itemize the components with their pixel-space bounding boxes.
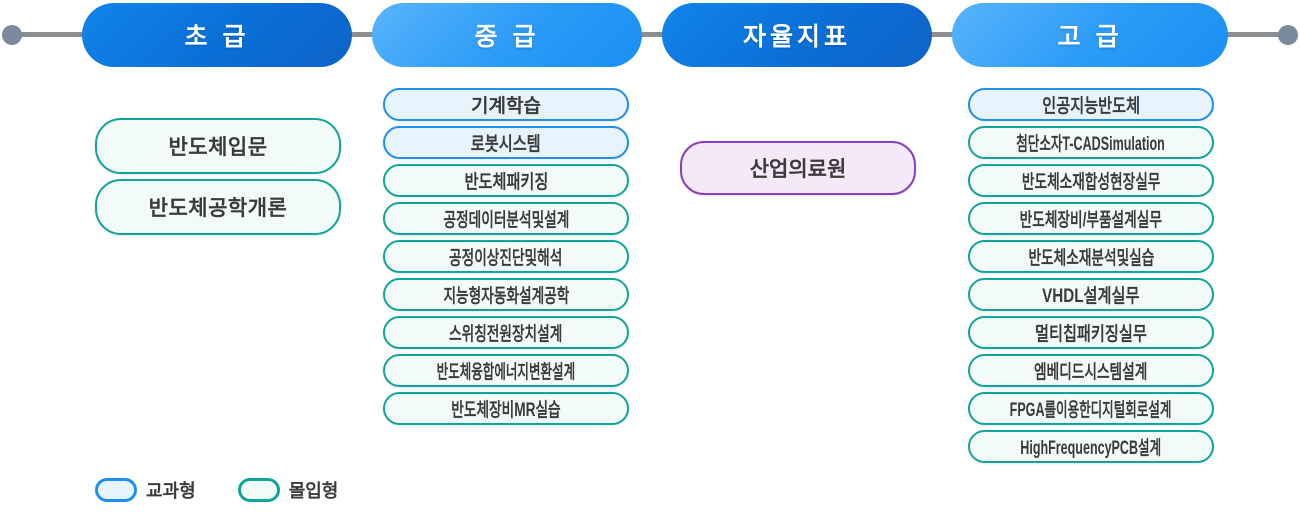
course-card-label: HighFrequencyPCB설계 (1020, 438, 1162, 459)
course-card-label: FPGA를이용한디지털회로설계 (1010, 400, 1172, 421)
course-card[interactable]: 반도체입문 (95, 118, 341, 174)
legend-swatch-teal-icon (237, 478, 280, 502)
legend: 교과형 몰입형 (95, 477, 338, 503)
legend-swatch-blue-icon (95, 478, 137, 502)
course-card[interactable]: 공정이상진단및해석 (383, 240, 629, 273)
course-card[interactable]: VHDL설계실무 (968, 278, 1214, 311)
course-card[interactable]: HighFrequencyPCB설계 (968, 430, 1214, 463)
timeline-end-dot (1278, 25, 1298, 45)
course-card-label: 인공지능반도체 (1042, 96, 1140, 117)
course-card-label: 로봇시스템 (471, 134, 541, 155)
course-card-label: 반도체소재합성현장실무 (1021, 172, 1161, 193)
course-card-label: 공정데이터분석및설계 (443, 210, 569, 231)
course-card[interactable]: 반도체장비MR실습 (383, 392, 629, 425)
course-card[interactable]: 로봇시스템 (383, 126, 629, 159)
course-card[interactable]: 스위칭전원장치설계 (383, 316, 629, 349)
course-column-autonomous-index: 산업의료원 (680, 72, 916, 195)
stage-pill-label: 초 급 (184, 23, 250, 51)
timeline-start-dot (2, 25, 22, 45)
stage-pill-label: 고 급 (1057, 23, 1123, 51)
stage-pill-label: 자율지표 (742, 23, 851, 51)
course-card[interactable]: 반도체장비/부품설계실무 (968, 202, 1214, 235)
course-card[interactable]: 지능형자동화설계공학 (383, 278, 629, 311)
course-card-label: 반도체소재분석및실습 (1028, 248, 1154, 269)
course-card-label: 기계학습 (471, 96, 541, 117)
legend-item-immersive: 몰입형 (237, 477, 339, 503)
course-card-label: 첨단소자T-CADSimulation (1016, 134, 1166, 155)
course-card-label: VHDL설계실무 (1042, 286, 1140, 307)
course-card[interactable]: 반도체패키징 (383, 164, 629, 197)
course-card-label: 반도체입문 (168, 136, 268, 159)
course-card-label: 공정이상진단및해석 (449, 248, 563, 269)
legend-item-curricular: 교과형 (95, 477, 196, 503)
stage-timeline: 초 급 중 급 자율지표 고 급 (0, 0, 1300, 72)
course-card[interactable]: 첨단소자T-CADSimulation (968, 126, 1214, 159)
course-card[interactable]: 인공지능반도체 (968, 88, 1214, 121)
stage-pill-label: 중 급 (474, 23, 540, 51)
course-card[interactable]: 멀티칩패키징실무 (968, 316, 1214, 349)
legend-label: 몰입형 (288, 481, 339, 501)
stage-pill-intermediate[interactable]: 중 급 (372, 3, 642, 67)
course-card-label: 산업의료원 (749, 158, 847, 181)
course-card-label: 지능형자동화설계공학 (443, 286, 569, 307)
course-card-label: 반도체공학개론 (148, 197, 288, 220)
course-card-label: 반도체장비/부품설계실무 (1019, 210, 1163, 231)
course-card[interactable]: 반도체공학개론 (95, 179, 341, 235)
stage-pill-beginner[interactable]: 초 급 (82, 3, 352, 67)
course-card[interactable]: 기계학습 (383, 88, 629, 121)
course-card[interactable]: 공정데이터분석및설계 (383, 202, 629, 235)
stage-pill-advanced[interactable]: 고 급 (952, 3, 1228, 67)
course-card[interactable]: FPGA를이용한디지털회로설계 (968, 392, 1214, 425)
course-card[interactable]: 반도체소재분석및실습 (968, 240, 1214, 273)
legend-label: 교과형 (146, 481, 196, 501)
course-card[interactable]: 산업의료원 (680, 141, 916, 195)
course-card-label: 반도체융합에너지변환설계 (436, 362, 576, 383)
course-card-label: 반도체패키징 (464, 172, 548, 193)
timeline-rail (14, 32, 1286, 37)
course-card-label: 엠베디드시스템설계 (1034, 362, 1148, 383)
course-card-label: 멀티칩패키징실무 (1035, 324, 1147, 345)
stage-pill-autonomous-index[interactable]: 자율지표 (662, 3, 932, 67)
course-card-label: 스위칭전원장치설계 (449, 324, 563, 345)
course-card[interactable]: 엠베디드시스템설계 (968, 354, 1214, 387)
course-card[interactable]: 반도체융합에너지변환설계 (383, 354, 629, 387)
course-card-label: 반도체장비MR실습 (451, 400, 561, 421)
course-card[interactable]: 반도체소재합성현장실무 (968, 164, 1214, 197)
